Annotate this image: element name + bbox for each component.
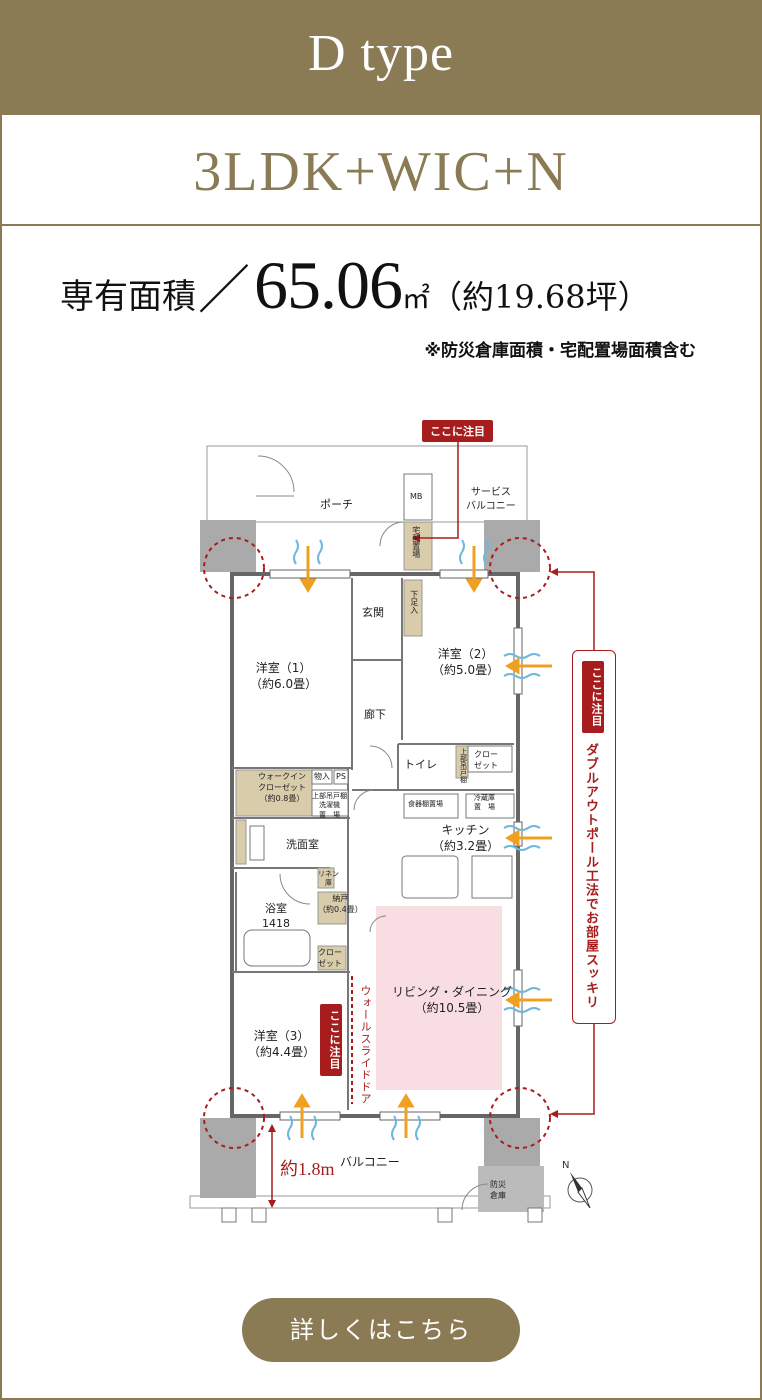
column-sw — [200, 1118, 256, 1198]
room-toilet: トイレ — [404, 758, 437, 771]
double-outpole-text: ダブルアウトポール工法でお部屋スッキリ — [583, 743, 598, 1009]
area-value: 65.06 — [254, 247, 403, 323]
ld-highlight — [376, 906, 502, 1090]
attention-tag-slide: ここに注目 — [320, 1004, 342, 1076]
layout-label: 3LDK+WIC+N — [193, 141, 569, 203]
toilet-closet: クロー ゼット — [474, 750, 498, 770]
balcony-depth-label: 約1.8m — [280, 1159, 335, 1179]
double-outpole-callout: ここに注目 ダブルアウトポール工法でお部屋スッキリ — [572, 650, 616, 1024]
fridge-space: 冷蔵庫 置 場 — [474, 794, 495, 812]
area-slash: ／ — [198, 261, 251, 321]
details-button[interactable]: 詳しくはこちら — [242, 1298, 520, 1362]
room-ld: リビング・ダイニング （約10.5畳） — [392, 985, 513, 1016]
disaster-storage: 防災 倉庫 — [490, 1180, 506, 1200]
area-tsubo: （約19.68坪） — [430, 278, 650, 316]
column-nw — [200, 520, 256, 572]
washer-space: 上部吊戸棚 洗濯機 置 場 — [312, 792, 347, 819]
room-wic: ウォークイン クローゼット （約0.8畳） — [258, 772, 306, 803]
room-western-3: 洋室（3） （約4.4畳） — [248, 1029, 316, 1060]
room-western-1: 洋室（1） （約6.0畳） — [250, 661, 318, 692]
divider — [2, 224, 760, 226]
shoe-storage: 下足入 — [409, 590, 419, 614]
room-washroom: 洗面室 — [286, 838, 319, 851]
highlight-circle-se — [489, 1087, 551, 1149]
room-kitchen: キッチン （約3.2畳） — [432, 823, 500, 854]
attention-tag-top: ここに注目 — [422, 420, 493, 442]
room-storage: 物入 — [314, 772, 330, 781]
linen-storage: リネン 庫 — [318, 870, 339, 888]
header-bar: D type — [2, 2, 760, 115]
highlight-circle-sw — [203, 1087, 265, 1149]
area-note: ※防災倉庫面積・宅配置場面積含む — [424, 341, 696, 361]
attention-tag-side: ここに注目 — [582, 661, 604, 733]
room-nando: 納戸 （約0.4畳） — [318, 894, 363, 914]
wall-slide-door-label: ウォールスライドドア — [359, 985, 372, 1105]
room-western-2: 洋室（2） （約5.0畳） — [432, 647, 500, 678]
toilet-storage: 上部吊戸棚 — [459, 748, 468, 783]
food-storage: 食器棚置場 — [408, 800, 443, 808]
room-ps: PS — [336, 772, 346, 781]
area-line: 専有面積／65.06㎡（約19.68坪） — [60, 246, 650, 325]
highlight-circle-nw — [203, 537, 265, 599]
column-ne — [484, 520, 540, 572]
compass-icon: N — [562, 1160, 593, 1209]
room-porch: ポーチ — [320, 498, 353, 511]
highlight-circle-ne — [489, 537, 551, 599]
room-mb: MB — [410, 492, 423, 501]
svg-text:N: N — [562, 1160, 569, 1171]
delivery-box: 宅配置場 — [411, 526, 421, 558]
plan-type-title: D type — [307, 25, 455, 82]
room-bath: 浴室 1418 — [262, 902, 290, 930]
room-hallway: 廊下 — [364, 708, 386, 721]
room-entrance: 玄関 — [362, 606, 384, 619]
room-service-balcony: サービス バルコニー — [466, 487, 516, 512]
room-balcony: バルコニー — [340, 1155, 400, 1169]
closet-2: クロー ゼット — [318, 948, 342, 968]
area-unit: ㎡ — [402, 282, 431, 315]
area-label: 専有面積 — [60, 277, 196, 317]
